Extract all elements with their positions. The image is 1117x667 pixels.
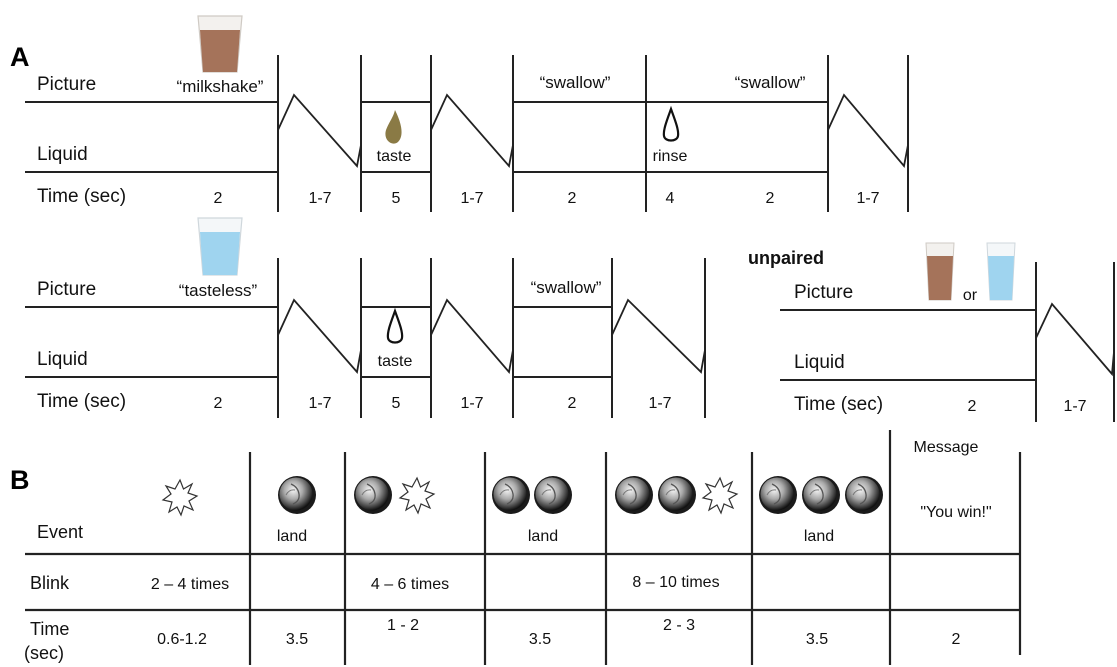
taste-label-1: taste bbox=[377, 148, 412, 165]
panel-a-label: A bbox=[10, 42, 30, 72]
row-label-blink: Blink bbox=[30, 573, 70, 593]
panel-b-label: B bbox=[10, 465, 30, 495]
taste-drop-icon bbox=[385, 110, 402, 144]
unpaired-time: 2 bbox=[968, 398, 977, 415]
you-win-message: "You win!" bbox=[920, 504, 991, 521]
unpaired-timeline: unpaired Picture Liquid Time (sec) or 2 … bbox=[748, 242, 1115, 422]
water-cup-small-icon bbox=[986, 242, 1016, 301]
coin-icon bbox=[801, 475, 841, 515]
land-label-1: land bbox=[277, 528, 307, 545]
trial1-time: 1-7 bbox=[460, 190, 483, 207]
row-label-time-unit: (sec) bbox=[24, 643, 64, 663]
land-label-2: land bbox=[528, 528, 558, 545]
cue-milkshake: “milkshake” bbox=[177, 77, 264, 96]
trial2-timeline: Picture Liquid Time (sec) “tasteless” ta… bbox=[25, 217, 706, 418]
blink-count: 2 – 4 times bbox=[151, 576, 229, 593]
trial1-time: 2 bbox=[766, 190, 775, 207]
trial2-time: 2 bbox=[568, 395, 577, 412]
trial1-time: 4 bbox=[666, 190, 675, 207]
trial2-time: 1-7 bbox=[648, 395, 671, 412]
trial1-time: 2 bbox=[214, 190, 223, 207]
blink-star-icon bbox=[162, 479, 198, 516]
taste-label-2: taste bbox=[378, 353, 413, 370]
event-time: 3.5 bbox=[529, 631, 551, 648]
blink-star-icon bbox=[399, 477, 435, 514]
row-label-time: Time (sec) bbox=[37, 391, 126, 412]
trial1-timeline: Picture Liquid Time (sec) “milkshake” ta bbox=[25, 15, 909, 212]
water-cup-icon bbox=[197, 217, 243, 276]
trial2-time: 1-7 bbox=[308, 395, 331, 412]
blink-count: 4 – 6 times bbox=[371, 576, 449, 593]
row-label-time: Time bbox=[30, 619, 69, 639]
trial1-time: 5 bbox=[392, 190, 401, 207]
blink-task-table: Message Event Blink Time (sec) land land bbox=[24, 430, 1022, 665]
blink-count: 8 – 10 times bbox=[632, 574, 719, 591]
row-label-liquid: Liquid bbox=[37, 349, 88, 370]
row-label-picture: Picture bbox=[37, 279, 96, 300]
coin-icon bbox=[277, 475, 317, 515]
row-label-picture: Picture bbox=[37, 74, 96, 95]
milkshake-cup-small-icon bbox=[925, 242, 955, 301]
cue-swallow: “swallow” bbox=[531, 278, 602, 297]
blink-star-icon bbox=[702, 477, 738, 514]
event-time: 3.5 bbox=[806, 631, 828, 648]
event-time: 1 - 2 bbox=[387, 617, 419, 634]
coin-icon bbox=[353, 475, 393, 515]
cue-tasteless: “tasteless” bbox=[179, 281, 258, 300]
coin-icon bbox=[657, 475, 697, 515]
row-label-picture: Picture bbox=[794, 282, 853, 303]
coin-icon bbox=[614, 475, 654, 515]
rinse-droplet-icon bbox=[662, 107, 680, 142]
row-label-time: Time (sec) bbox=[37, 186, 126, 207]
message-header: Message bbox=[914, 439, 979, 456]
row-label-event: Event bbox=[37, 522, 83, 542]
trial2-time: 1-7 bbox=[460, 395, 483, 412]
land-label-3: land bbox=[804, 528, 834, 545]
coin-icon bbox=[844, 475, 884, 515]
row-label-time: Time (sec) bbox=[794, 394, 883, 415]
coin-icon bbox=[758, 475, 798, 515]
or-label: or bbox=[963, 287, 978, 304]
trial1-time: 1-7 bbox=[308, 190, 331, 207]
cue-swallow-1: “swallow” bbox=[540, 73, 611, 92]
trial2-time: 2 bbox=[214, 395, 223, 412]
cue-swallow-2: “swallow” bbox=[735, 73, 806, 92]
trial1-time: 1-7 bbox=[856, 190, 879, 207]
row-label-liquid: Liquid bbox=[794, 352, 845, 373]
event-time: 2 - 3 bbox=[663, 617, 695, 634]
coin-icon bbox=[491, 475, 531, 515]
event-time: 0.6-1.2 bbox=[157, 631, 207, 648]
event-time: 2 bbox=[952, 631, 961, 648]
taste-droplet-icon bbox=[386, 309, 404, 344]
unpaired-time: 1-7 bbox=[1063, 398, 1086, 415]
trial1-time: 2 bbox=[568, 190, 577, 207]
unpaired-title: unpaired bbox=[748, 248, 824, 268]
coin-icon bbox=[533, 475, 573, 515]
rinse-label: rinse bbox=[653, 148, 688, 165]
event-time: 3.5 bbox=[286, 631, 308, 648]
milkshake-cup-icon bbox=[197, 15, 243, 73]
row-label-liquid: Liquid bbox=[37, 144, 88, 165]
trial2-time: 5 bbox=[392, 395, 401, 412]
